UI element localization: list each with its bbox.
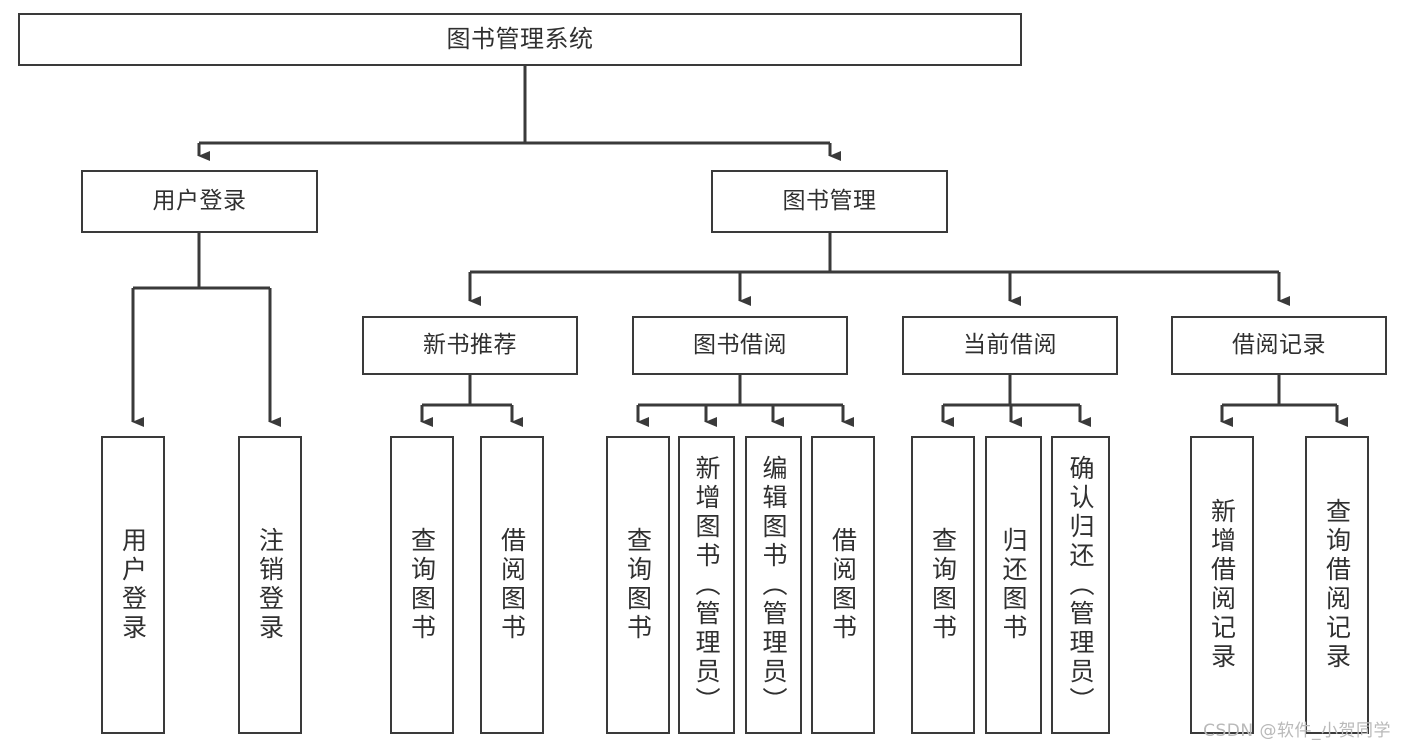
node-user-login-label: 用户登录	[152, 187, 247, 214]
node-leaf-borrow-book-1[interactable]: 借阅图书	[480, 436, 544, 734]
node-borrow-record-label: 借阅记录	[1232, 331, 1326, 358]
node-current-borrow-label: 当前借阅	[963, 331, 1057, 358]
node-leaf-logout-label: 注销登录	[255, 527, 285, 643]
node-leaf-query-book-2-label: 查询图书	[623, 527, 653, 643]
node-leaf-query-book-1[interactable]: 查询图书	[390, 436, 454, 734]
node-current-borrow[interactable]: 当前借阅	[902, 316, 1118, 375]
node-leaf-query-book-1-label: 查询图书	[407, 527, 437, 643]
node-leaf-logout[interactable]: 注销登录	[238, 436, 302, 734]
node-leaf-return-book[interactable]: 归还图书	[985, 436, 1042, 734]
node-borrow-record[interactable]: 借阅记录	[1171, 316, 1387, 375]
node-root-label: 图书管理系统	[446, 25, 594, 54]
node-leaf-add-book-label: 新增图书（管理员）	[692, 454, 721, 716]
node-root[interactable]: 图书管理系统	[18, 13, 1022, 66]
node-new-book-recommend[interactable]: 新书推荐	[362, 316, 578, 375]
node-book-manage-label: 图书管理	[782, 187, 877, 214]
node-leaf-query-book-3[interactable]: 查询图书	[911, 436, 975, 734]
node-leaf-edit-book-label: 编辑图书（管理员）	[759, 454, 788, 716]
node-leaf-user-login-label: 用户登录	[118, 527, 148, 643]
node-leaf-edit-book[interactable]: 编辑图书（管理员）	[745, 436, 802, 734]
node-book-manage[interactable]: 图书管理	[711, 170, 948, 233]
node-leaf-confirm-return-label: 确认归还（管理员）	[1066, 454, 1095, 716]
node-leaf-query-record[interactable]: 查询借阅记录	[1305, 436, 1369, 734]
node-leaf-borrow-book-2-label: 借阅图书	[828, 527, 858, 643]
node-leaf-return-book-label: 归还图书	[999, 527, 1028, 643]
node-leaf-query-record-label: 查询借阅记录	[1322, 498, 1352, 672]
node-leaf-add-record-label: 新增借阅记录	[1207, 498, 1237, 672]
node-leaf-borrow-book-1-label: 借阅图书	[497, 527, 527, 643]
watermark: CSDN @软件_小贺同学	[1203, 721, 1391, 741]
node-leaf-add-book[interactable]: 新增图书（管理员）	[678, 436, 735, 734]
node-leaf-borrow-book-2[interactable]: 借阅图书	[811, 436, 875, 734]
node-leaf-user-login[interactable]: 用户登录	[101, 436, 165, 734]
node-user-login[interactable]: 用户登录	[81, 170, 318, 233]
node-leaf-confirm-return[interactable]: 确认归还（管理员）	[1051, 436, 1110, 734]
node-leaf-add-record[interactable]: 新增借阅记录	[1190, 436, 1254, 734]
node-leaf-query-book-3-label: 查询图书	[928, 527, 958, 643]
node-book-borrow[interactable]: 图书借阅	[632, 316, 848, 375]
node-new-book-recommend-label: 新书推荐	[423, 331, 517, 358]
node-book-borrow-label: 图书借阅	[693, 331, 787, 358]
node-leaf-query-book-2[interactable]: 查询图书	[606, 436, 670, 734]
